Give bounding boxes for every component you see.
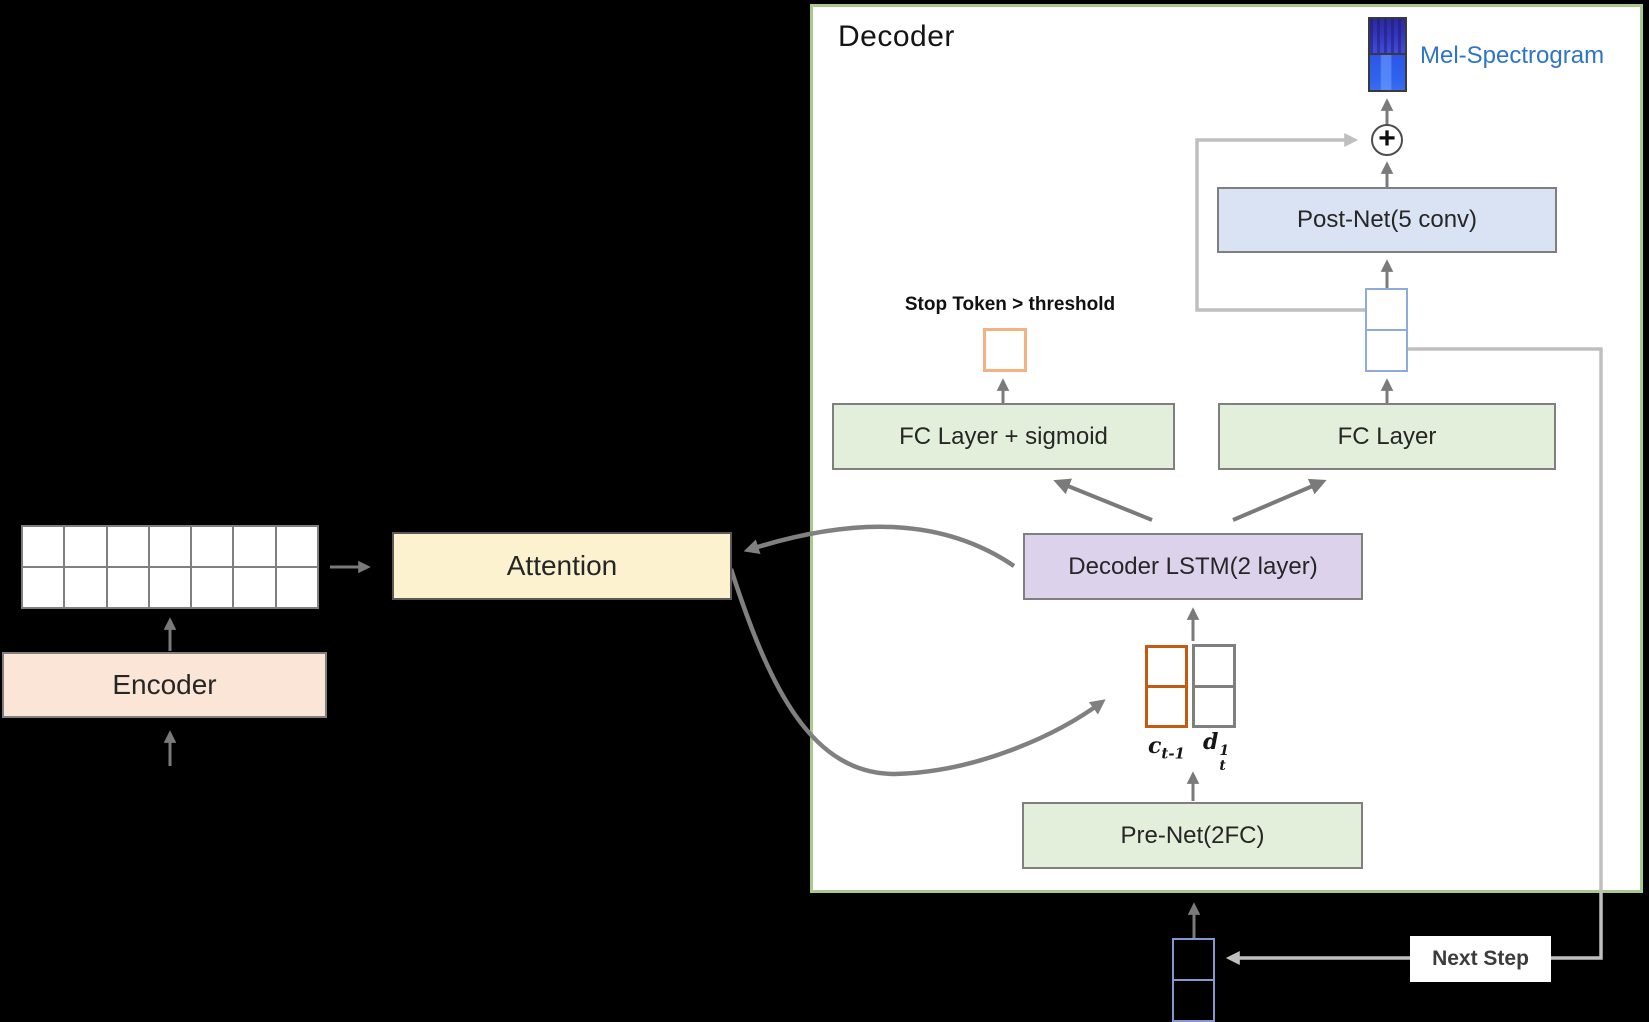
encoder-output-grid — [21, 525, 319, 609]
grid-cell — [23, 568, 64, 607]
stop-token-box — [983, 328, 1027, 372]
pre-net-label: Pre-Net(2FC) — [1120, 821, 1265, 849]
post-net-block: Post-Net(5 conv) — [1217, 187, 1557, 253]
mel-spectrogram-block — [1368, 17, 1407, 92]
curve-lstm-to-attention — [743, 524, 1016, 568]
grid-cell — [149, 527, 191, 566]
fc-layer-block: FC Layer — [1218, 403, 1556, 470]
grid-cell — [234, 568, 275, 607]
residual-add-circle: + — [1371, 121, 1403, 156]
grid-cell — [107, 568, 148, 607]
previous-frame-cell — [1174, 979, 1213, 1020]
grid-cell — [149, 568, 191, 607]
pre-net-block: Pre-Net(2FC) — [1022, 802, 1363, 869]
next-step-tag: Next Step — [1410, 936, 1551, 982]
attention-label: Attention — [506, 550, 618, 581]
mel-cell-top — [1370, 19, 1405, 55]
decoder-lstm-block: Decoder LSTM(2 layer) — [1023, 533, 1363, 600]
fc-sigmoid-block: FC Layer + sigmoid — [832, 403, 1175, 470]
grid-cell — [23, 527, 64, 566]
encoder-label: Encoder — [112, 669, 217, 700]
grid-cell — [234, 527, 275, 566]
previous-frame-box — [1172, 938, 1215, 1022]
grid-cell — [192, 568, 233, 607]
mel-cell-bottom — [1370, 54, 1405, 90]
context-vector-label: ct-1 — [1148, 735, 1185, 761]
stop-token-label: Stop Token > threshold — [904, 294, 1116, 315]
mel-spectrogram-label: Mel-Spectrogram — [1420, 42, 1605, 69]
grid-cell — [65, 568, 106, 607]
decoder-input-cell — [1195, 684, 1233, 726]
arrow-lstm-to-fclayer — [1232, 478, 1327, 522]
input-base: d — [1203, 729, 1219, 755]
context-subscript: t-1 — [1161, 744, 1185, 763]
context-base: c — [1148, 733, 1162, 759]
fc-layer-label: FC Layer — [1337, 422, 1437, 450]
grid-cell — [276, 568, 317, 607]
next-step-label: Next Step — [1432, 947, 1529, 970]
grid-cell — [192, 527, 233, 566]
decoder-input-box — [1192, 644, 1236, 728]
input-superscript: 1 — [1219, 743, 1230, 759]
context-vector-cell — [1148, 685, 1185, 725]
frame-output-box — [1365, 288, 1408, 372]
skip-connection-line — [1195, 133, 1366, 312]
decoder-lstm-label: Decoder LSTM(2 layer) — [1068, 552, 1318, 580]
grid-cell — [65, 527, 106, 566]
decoder-panel-title: Decoder — [838, 20, 955, 53]
attention-block: Attention — [392, 532, 732, 600]
plus-icon: + — [1378, 121, 1396, 155]
grid-cell — [107, 527, 148, 566]
arrow-lstm-to-fcsigmoid — [1053, 478, 1153, 522]
input-subscript: t — [1219, 757, 1226, 774]
decoder-input-cell — [1195, 647, 1233, 685]
previous-frame-cell — [1174, 940, 1213, 979]
context-vector-cell — [1148, 648, 1185, 685]
grid-cell — [276, 527, 317, 566]
frame-output-cell — [1367, 290, 1406, 329]
fc-sigmoid-label: FC Layer + sigmoid — [899, 422, 1108, 450]
frame-output-cell — [1367, 329, 1406, 370]
context-vector-box — [1145, 645, 1188, 728]
encoder-block: Encoder — [2, 652, 327, 718]
curve-attention-to-context — [728, 568, 1106, 777]
post-net-label: Post-Net(5 conv) — [1296, 206, 1478, 233]
